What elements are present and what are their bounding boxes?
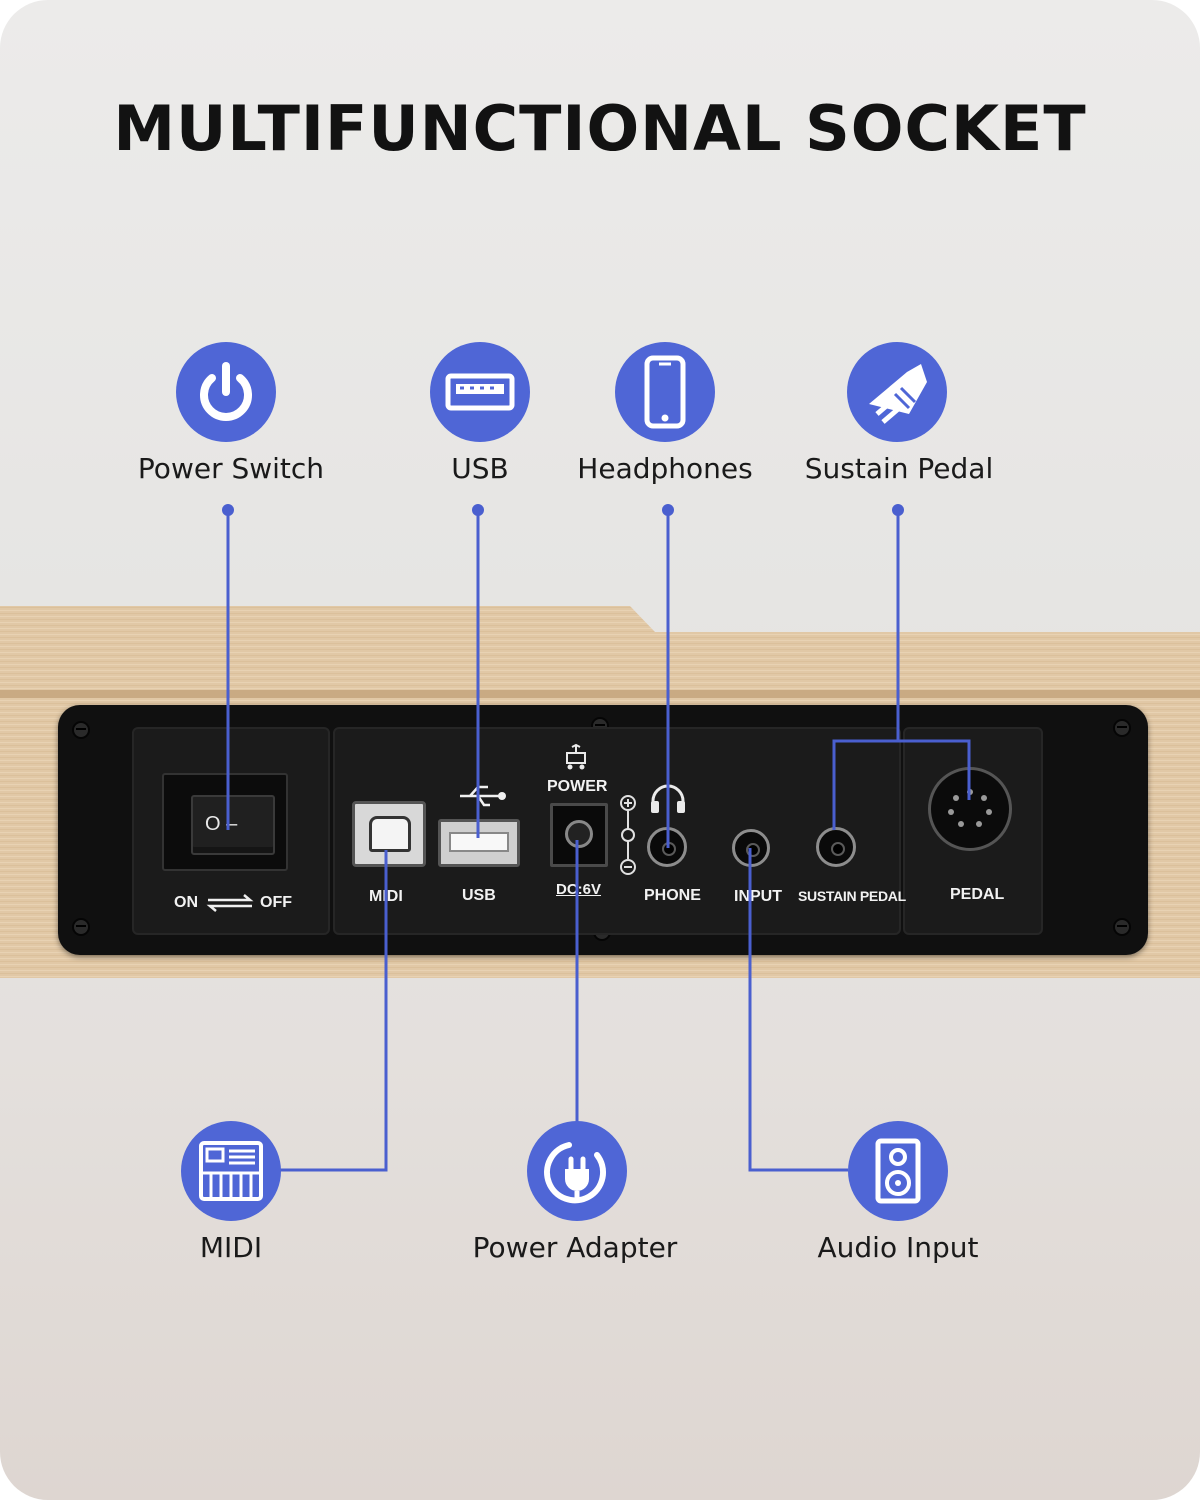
screw — [1113, 918, 1131, 936]
plug-icon — [527, 1121, 627, 1221]
connector-panel: O – ON OFF MIDI USB — [58, 705, 1148, 955]
feature-label-sustain-pedal: Sustain Pedal — [804, 452, 994, 485]
screw — [1113, 719, 1131, 737]
usb-icon — [430, 342, 530, 442]
phone-label: PHONE — [644, 887, 701, 904]
pedal-label: PEDAL — [950, 886, 1005, 903]
pedal-icon — [847, 342, 947, 442]
power-label: POWER — [547, 778, 608, 795]
headphones-symbol-icon — [651, 784, 685, 813]
screw — [72, 918, 90, 936]
dc-jack[interactable] — [550, 803, 608, 867]
screw — [72, 721, 90, 739]
switch-off-label: OFF — [260, 894, 292, 911]
jack-section — [333, 727, 901, 935]
feature-label-audio-input: Audio Input — [817, 1231, 979, 1264]
speaker-icon — [848, 1121, 948, 1221]
power-symbol-icon — [566, 743, 586, 770]
leader-audio-input — [748, 848, 848, 1172]
sustain-pedal-jack[interactable] — [816, 827, 856, 867]
switch-on-label: ON — [174, 894, 198, 911]
input-label: INPUT — [734, 888, 782, 905]
sustain-pedal-label: SUSTAIN PEDAL — [798, 888, 906, 904]
feature-label-midi: MIDI — [199, 1231, 263, 1264]
midi-keyboard-icon — [181, 1121, 281, 1221]
usb-port[interactable] — [438, 819, 520, 867]
feature-label-usb: USB — [451, 452, 509, 485]
feature-label-power-switch: Power Switch — [137, 452, 325, 485]
power-icon — [176, 342, 276, 442]
page-title: MULTIFUNCTIONAL SOCKET — [113, 92, 1087, 165]
leader-sustain-pedal — [832, 510, 971, 830]
smartphone-icon — [615, 342, 715, 442]
feature-label-headphones: Headphones — [577, 452, 753, 485]
usb-port-label: USB — [462, 887, 496, 904]
dc-voltage-label: DC:6V — [556, 881, 602, 898]
switch-section: O – ON OFF — [132, 727, 330, 935]
feature-label-power-adapter: Power Adapter — [472, 1231, 678, 1264]
polarity-icon — [620, 795, 636, 875]
midi-port[interactable] — [352, 801, 426, 867]
switch-arrows-icon — [206, 894, 254, 912]
leader-midi — [280, 850, 388, 1172]
